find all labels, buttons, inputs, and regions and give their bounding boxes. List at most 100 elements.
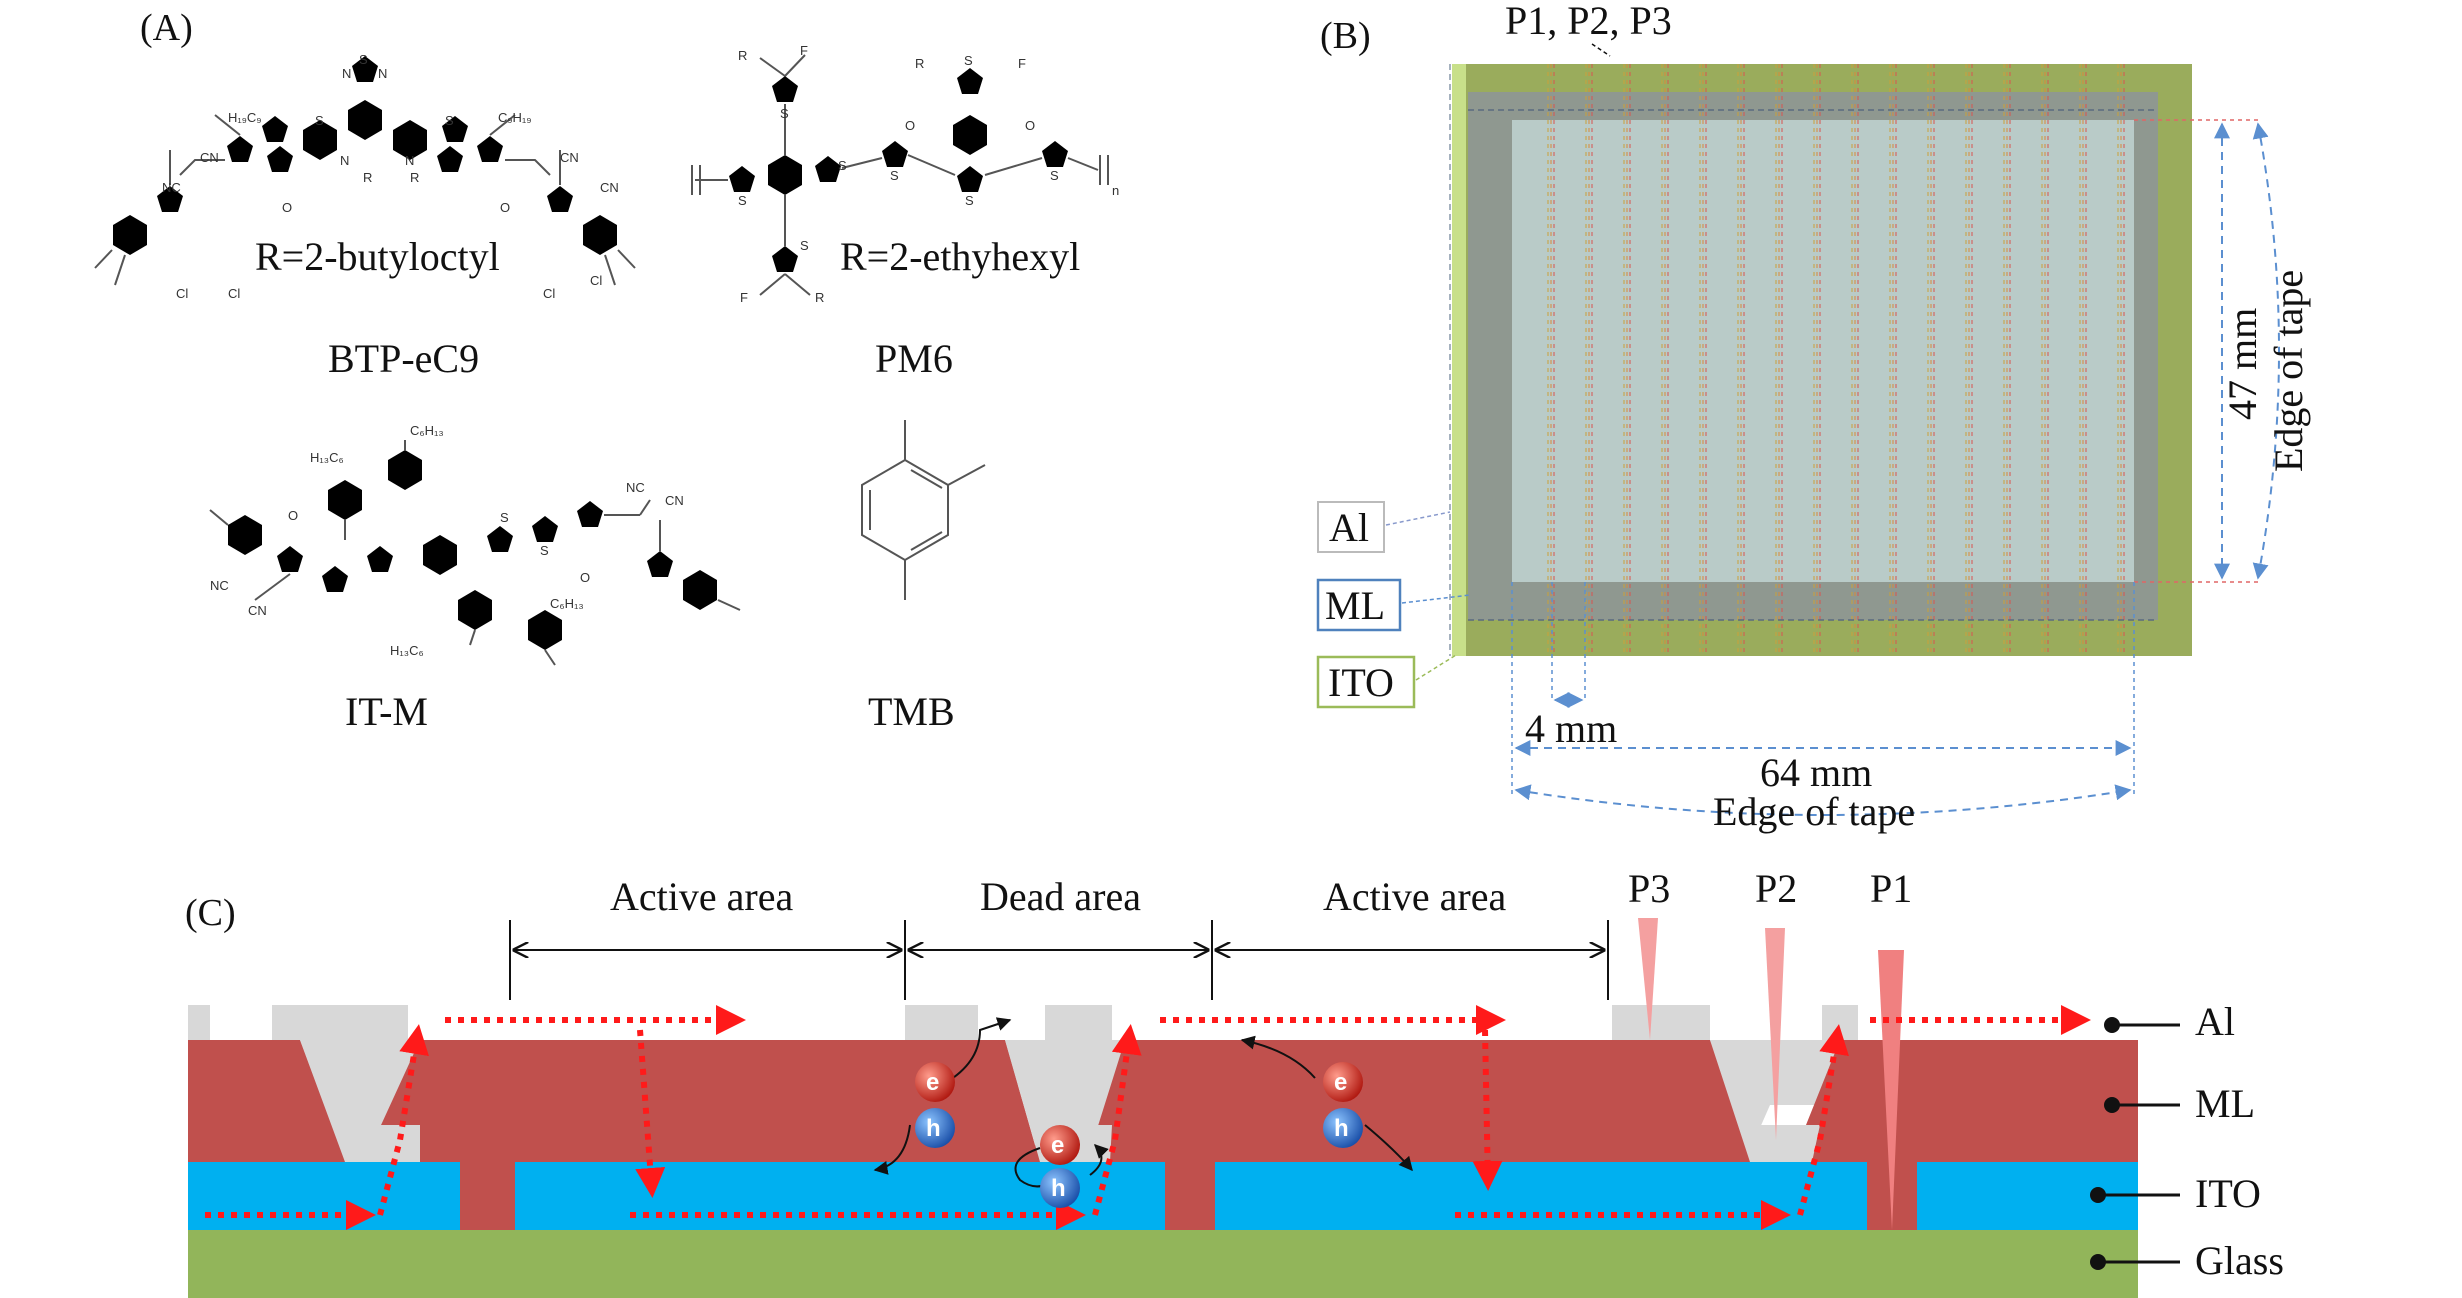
layer-glass-label: Glass (2195, 1238, 2284, 1283)
atom-label: S (890, 168, 899, 183)
electron-arrow (949, 1017, 1012, 1081)
recombination-arrow (1089, 1144, 1109, 1176)
atom-label: NC (626, 480, 645, 495)
electron-symbol: e (926, 1069, 939, 1096)
layer-ml-label: ML (2195, 1081, 2255, 1126)
atom-label: N (342, 66, 351, 81)
active-area-2-label: Active area (1323, 874, 1506, 919)
atom-label: CN (248, 603, 267, 618)
structure-pm6 (691, 54, 1109, 296)
atom-label: Cl (228, 286, 240, 301)
atom-label: Cl (543, 286, 555, 301)
btp-ec9-atom-labels: S N N H₁₉C₉ C₉H₁₉ S S N N R R CN NC O CN… (162, 52, 619, 301)
hole-symbol: h (926, 1115, 941, 1142)
cross-section (188, 1005, 2138, 1298)
module-layout (1449, 64, 2192, 656)
atom-label: O (500, 200, 510, 215)
legend-al-box (1317, 501, 1385, 553)
carrier-hole: h (1323, 1108, 1363, 1148)
atom-label: C₉H₁₉ (498, 110, 531, 125)
atom-label: S (838, 158, 847, 173)
it-m-name: IT-M (345, 689, 428, 734)
atom-label: O (282, 200, 292, 215)
legend-al-leader (1385, 511, 1451, 526)
atom-label: F (740, 290, 748, 305)
pm6-atom-labels: R F S S S S F R S R S F O O S S n (738, 43, 1119, 305)
atom-label: H₁₉C₉ (228, 110, 261, 125)
area-dimensions (509, 920, 1609, 1000)
legend-ito-label: ITO (1328, 660, 1394, 705)
al-interconnect (1005, 1040, 1112, 1162)
height-label: 47 mm (2220, 308, 2265, 420)
atom-label: CN (200, 150, 219, 165)
current-arrow (635, 1029, 666, 1198)
atom-label: O (580, 570, 590, 585)
legend-ito-box (1316, 655, 1416, 709)
al-interconnect (300, 1040, 420, 1162)
tape-edge-bracket (2252, 122, 2280, 580)
ml-layer (188, 1040, 2138, 1230)
scribe-lines (1547, 64, 2125, 656)
scribe-label-leader (1591, 43, 1611, 57)
atom-label: S (780, 106, 789, 121)
carrier-electron: e (915, 1062, 955, 1102)
scribe-label: P1, P2, P3 (1505, 0, 1672, 43)
atom-label: S (738, 193, 747, 208)
atom-label: Cl (176, 286, 188, 301)
tmb-name: TMB (868, 689, 955, 734)
atom-label: S (1050, 168, 1059, 183)
atom-label: H₁₃C₆ (390, 643, 424, 658)
atom-label: H₁₃C₆ (310, 450, 344, 465)
scribe-p2-label: P2 (1755, 866, 1797, 911)
atom-label: O (1025, 118, 1035, 133)
structure-tmb (861, 420, 986, 600)
ito-edge-strip (1452, 64, 1466, 656)
layer-al-label: Al (2195, 999, 2235, 1044)
scribe-p3-label: P3 (1628, 866, 1670, 911)
legend-ml-leader (1401, 594, 1471, 604)
tape-edge-bracket-bottom (1514, 784, 2132, 816)
structure-it-m (209, 440, 741, 666)
atom-label: S (315, 113, 324, 128)
active-area-1-label: Active area (610, 874, 793, 919)
atom-label: N (378, 66, 387, 81)
atom-label: O (288, 508, 298, 523)
hole-arrow-2 (1364, 1124, 1413, 1172)
laser-p2 (1765, 928, 1785, 1140)
layer-legend: Al ML ITO (1316, 501, 1471, 709)
structure-btp-ec9 (94, 56, 636, 286)
atom-label: N (405, 153, 414, 168)
atom-label: NC (162, 180, 181, 195)
current-path (205, 1005, 2091, 1230)
pm6-name: PM6 (875, 336, 953, 381)
laser-p3 (1638, 918, 1658, 1040)
scribe-p1-label: P1 (1870, 866, 1912, 911)
electron-symbol: e (1334, 1069, 1347, 1096)
atom-label: CN (665, 493, 684, 508)
pm6-r-group: R=2-ethyhexyl (840, 234, 1080, 279)
atom-label: CN (600, 180, 619, 195)
carrier-electron: e (1323, 1062, 1363, 1102)
panel-label-b: (B) (1320, 15, 1371, 57)
atom-label: F (800, 43, 808, 58)
atom-label: S (359, 52, 368, 67)
al-interconnect (1710, 1040, 1820, 1162)
panel-label-c: (C) (185, 892, 236, 934)
al-layer (1512, 120, 2134, 582)
atom-label: Cl (590, 273, 602, 288)
atom-label: C₆H₁₃ (410, 423, 444, 438)
atom-label: CN (560, 150, 579, 165)
length-edge-label: Edge of tape (1713, 789, 1915, 834)
atom-label: S (445, 113, 454, 128)
atom-label: NC (210, 578, 229, 593)
height-edge-label: Edge of tape (2266, 270, 2311, 472)
hole-symbol: h (1334, 1115, 1349, 1142)
hole-arrow (873, 1124, 911, 1175)
ito-segment (188, 1162, 460, 1230)
atom-label: C₆H₁₃ (550, 596, 584, 611)
atom-label: R (363, 170, 372, 185)
atom-label: S (500, 510, 509, 525)
layer-ito-label: ITO (2195, 1171, 2261, 1216)
it-m-atom-labels: O NC CN H₁₃C₆ C₆H₁₃ S S NC CN O C₆H₁₃ H₁… (210, 423, 684, 658)
carrier-hole: h (1040, 1168, 1080, 1208)
